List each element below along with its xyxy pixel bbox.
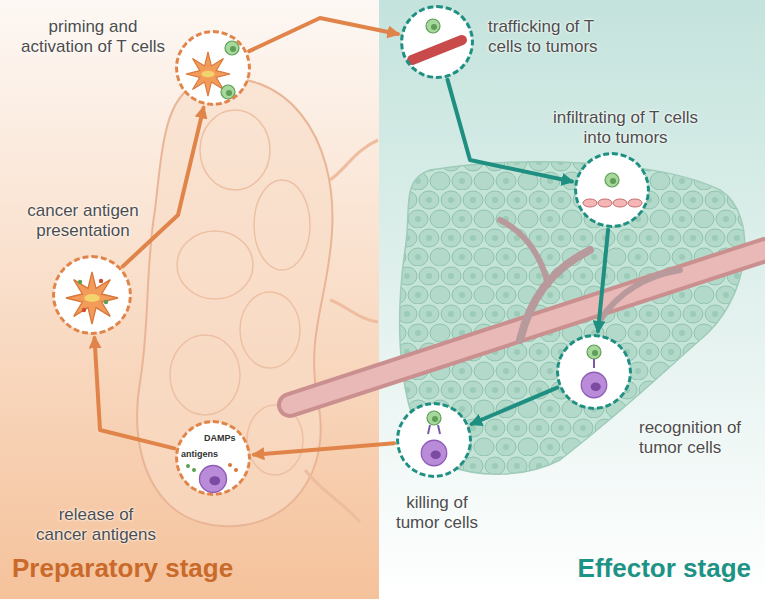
stage-title: Effector stage xyxy=(578,553,751,584)
step-circle: trafficking of T cells to tumors xyxy=(400,5,474,79)
stage-panel: Effector stage trafficking of T cells to … xyxy=(379,0,765,599)
step-circle: priming and activation of T cells xyxy=(175,30,251,106)
step-circle: killing of tumor cells xyxy=(396,402,472,478)
step-label: killing of tumor cells xyxy=(387,493,487,532)
cycle-arrow xyxy=(95,338,175,449)
step-label: cancer antigen presentation xyxy=(13,201,153,240)
step-circle: recognition of tumor cells xyxy=(556,334,632,410)
step-circle: cancer antigen presentation xyxy=(52,255,132,335)
cycle-arrow xyxy=(249,18,398,51)
stage-title: Preparatory stage xyxy=(12,553,233,584)
step-label: infiltrating of T cells into tumors xyxy=(543,108,708,147)
step-label: trafficking of T cells to tumors xyxy=(488,17,623,56)
step-label: priming and activation of T cells xyxy=(13,17,173,56)
stage-panel: Preparatory stage priming and activation … xyxy=(0,0,379,599)
step-label: recognition of tumor cells xyxy=(639,418,759,457)
small-label: antigens xyxy=(181,450,218,460)
cycle-arrow xyxy=(448,80,572,182)
step-label: release of cancer antigens xyxy=(33,505,159,544)
step-circle: infiltrating of T cells into tumors xyxy=(574,152,650,228)
cycle-arrow xyxy=(598,230,608,331)
cycle-arrow xyxy=(123,108,204,267)
cycle-arrow xyxy=(472,388,558,424)
small-label: DAMPs xyxy=(204,434,236,444)
cycle-arrow xyxy=(254,443,394,455)
